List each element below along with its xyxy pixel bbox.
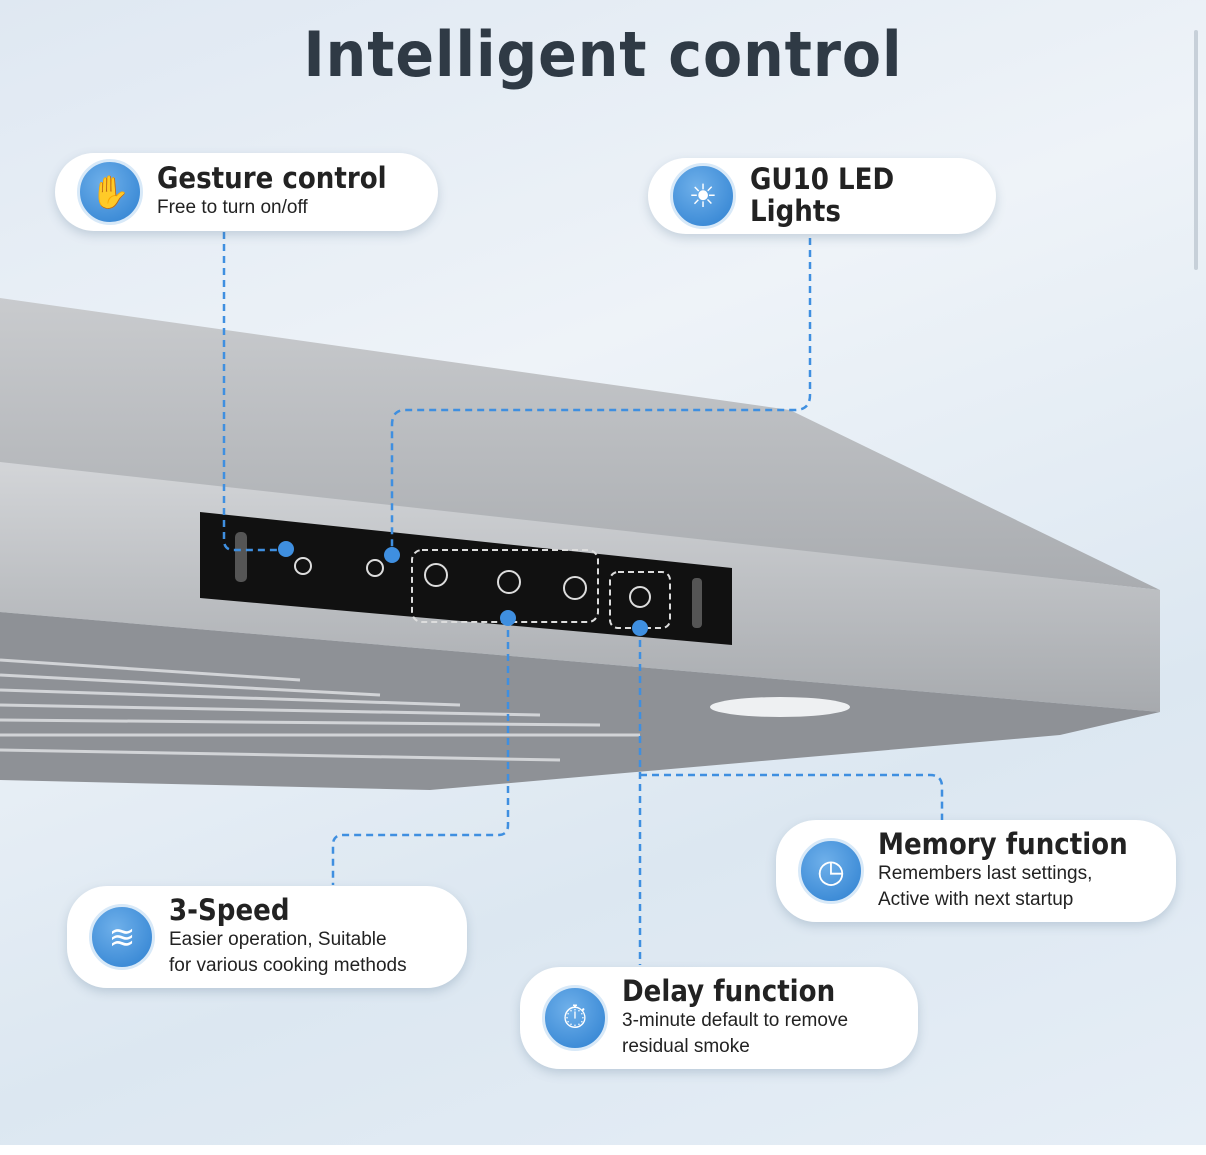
callout-text: Active with next startup bbox=[878, 888, 1074, 910]
grease-filter bbox=[0, 658, 640, 762]
callout-heading: Delay function bbox=[622, 974, 836, 1009]
hood-bottom bbox=[0, 612, 1160, 790]
power-icon bbox=[629, 586, 651, 608]
timer-icon: ⏱ bbox=[542, 985, 608, 1051]
callout-text: Remembers last settings, bbox=[878, 863, 1093, 885]
callout-heading: GU10 LED Lights bbox=[750, 162, 895, 228]
callout-heading: Gesture control bbox=[157, 161, 387, 196]
fan-low-icon bbox=[424, 563, 448, 587]
fan-high-icon bbox=[563, 576, 587, 600]
light-bulb-icon: ☀ bbox=[670, 163, 736, 229]
light-button-icon bbox=[366, 559, 384, 577]
connector-lines bbox=[222, 232, 944, 965]
callout-text: Easier operation, Suitable bbox=[169, 929, 387, 951]
callout-memory-function: ◷ Memory function Remembers last setting… bbox=[776, 820, 1176, 922]
clock-icon: ◷ bbox=[798, 838, 864, 904]
page-title: Intelligent control bbox=[303, 18, 903, 91]
gesture-sensor-icon bbox=[294, 557, 312, 575]
hood-top bbox=[0, 298, 1160, 590]
callout-text: Free to turn on/off bbox=[157, 197, 308, 219]
callout-led-lights: ☀ GU10 LED Lights bbox=[648, 158, 996, 234]
callout-heading: 3-Speed bbox=[169, 893, 290, 928]
scrollbar[interactable] bbox=[1194, 30, 1198, 270]
wind-icon: ≋ bbox=[89, 904, 155, 970]
hand-wave-icon: ✋ bbox=[77, 159, 143, 225]
callout-text: 3-minute default to remove bbox=[622, 1010, 849, 1032]
callout-gesture-control: ✋ Gesture control Free to turn on/off bbox=[55, 153, 438, 231]
callout-text: for various cooking methods bbox=[169, 954, 407, 976]
callout-delay-function: ⏱ Delay function 3-minute default to rem… bbox=[520, 967, 918, 1069]
callout-3-speed: ≋ 3-Speed Easier operation, Suitable for… bbox=[67, 886, 467, 988]
led-light bbox=[710, 697, 850, 717]
callout-text: residual smoke bbox=[622, 1035, 750, 1057]
callout-heading: Memory function bbox=[878, 827, 1128, 862]
fan-mid-icon bbox=[497, 570, 521, 594]
